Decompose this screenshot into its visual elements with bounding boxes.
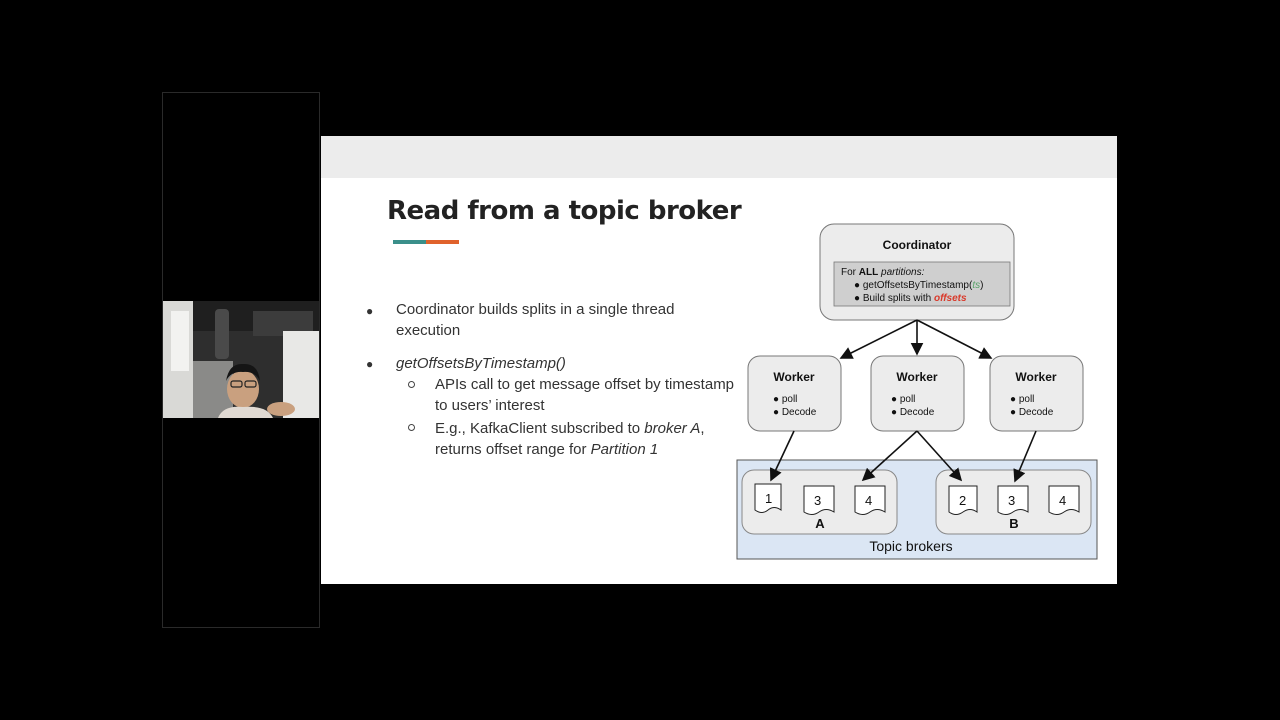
list-dot-icon: ● <box>891 407 900 418</box>
arrow-coordinator-worker-1 <box>839 319 918 359</box>
arrow-worker-2-partition-a4 <box>861 430 918 482</box>
worker-title: Worker <box>896 370 937 384</box>
coordinator-item-2: ● Build splits with offsets <box>854 293 967 304</box>
sub-bullet-circle-icon <box>408 424 415 431</box>
arrow-worker-1-partition-a1 <box>769 430 795 482</box>
partition-label: 4 <box>1059 493 1066 508</box>
coordinator-note-box <box>833 261 1011 307</box>
bullet-dot-icon: ● <box>366 357 374 371</box>
list-dot-icon: ● <box>1010 407 1019 418</box>
list-dot-icon: ● <box>854 280 863 291</box>
underline-orange <box>426 240 459 244</box>
bullet-dot-icon: ● <box>366 304 374 318</box>
worker-item-text: Decode <box>900 407 935 418</box>
text-span: E.g., KafkaClient subscribed to <box>435 420 645 437</box>
list-dot-icon: ● <box>773 407 782 418</box>
underline-teal <box>393 240 426 244</box>
partition-doc-icon: 3 <box>997 485 1029 515</box>
partition-doc-icon: 4 <box>854 485 886 515</box>
worker-item-text: Decode <box>782 407 817 418</box>
note-suffix: partitions: <box>878 267 924 278</box>
item1-suffix: ) <box>980 280 983 291</box>
sub-bullet-item: E.g., KafkaClient subscribed to broker A… <box>435 418 705 460</box>
title-underline <box>393 240 459 244</box>
list-dot-icon: ● <box>1010 394 1019 405</box>
bullet-line: execution <box>396 322 461 339</box>
worker-box: Worker ● poll ● Decode <box>989 355 1084 432</box>
partition-label: 3 <box>1008 493 1015 508</box>
worker-item: ● poll <box>773 394 797 405</box>
coordinator-note-heading: For ALL partitions: <box>841 267 925 278</box>
broker-b-label: B <box>1009 516 1018 531</box>
bullet-line: Coordinator builds splits in a single th… <box>396 301 675 318</box>
sub-bullet-line: to users’ interest <box>435 397 545 414</box>
sub-bullet-line: APIs call to get message offset by times… <box>435 376 735 393</box>
partition-doc-icon: 4 <box>1048 485 1080 515</box>
text-span: Partition 1 <box>590 441 659 458</box>
worker-item-text: poll <box>900 394 916 405</box>
worker-title: Worker <box>1015 370 1056 384</box>
partition-label: 1 <box>765 491 772 506</box>
worker-item: ● Decode <box>1010 407 1054 418</box>
sub-bullet-circle-icon <box>408 381 415 388</box>
item1-arg: ts <box>972 280 980 291</box>
worker-item-text: Decode <box>1019 407 1054 418</box>
webcam-feed <box>163 301 319 418</box>
note-bold: ALL <box>859 267 878 278</box>
sub-bullet-item: APIs call to get message offset by times… <box>435 374 734 416</box>
worker-title: Worker <box>773 370 814 384</box>
coordinator-item-1: ● getOffsetsByTimestamp(ts) <box>854 280 983 291</box>
bullet-item: Coordinator builds splits in a single th… <box>396 299 675 341</box>
note-prefix: For <box>841 267 859 278</box>
arrow-coordinator-worker-3 <box>916 319 993 359</box>
partition-doc-icon: 3 <box>803 485 835 515</box>
worker-item: ● Decode <box>891 407 935 418</box>
item2-prefix: Build splits with <box>863 293 934 304</box>
presenter-video-icon <box>163 301 319 418</box>
partition-label: 3 <box>814 493 821 508</box>
worker-item-text: poll <box>782 394 798 405</box>
coordinator-title: Coordinator <box>883 238 952 252</box>
broker-a-label: A <box>815 516 825 531</box>
sub-bullet-line: E.g., KafkaClient subscribed to broker A… <box>435 418 705 439</box>
partition-doc-icon: 2 <box>948 485 978 515</box>
sub-bullet-line: returns offset range for Partition 1 <box>435 439 705 460</box>
worker-box: Worker ● poll ● Decode <box>747 355 842 432</box>
item2-em: offsets <box>934 293 967 304</box>
slide-top-bar <box>321 136 1117 178</box>
text-span: , <box>700 420 705 437</box>
partition-label: 2 <box>959 493 966 508</box>
list-dot-icon: ● <box>773 394 782 405</box>
partition-doc-icon: 1 <box>754 483 782 513</box>
presentation-slide: Read from a topic broker ● Coordinator b… <box>321 136 1117 584</box>
worker-box: Worker ● poll ● Decode <box>870 355 965 432</box>
text-span: returns offset range for <box>435 441 591 458</box>
worker-item-text: poll <box>1019 394 1035 405</box>
worker-item: ● poll <box>1010 394 1034 405</box>
worker-item: ● poll <box>891 394 915 405</box>
list-dot-icon: ● <box>891 394 900 405</box>
partition-label: 4 <box>865 493 872 508</box>
worker-item: ● Decode <box>773 407 817 418</box>
arrow-worker-2-partition-b2 <box>916 430 963 482</box>
bullet-item: getOffsetsByTimestamp() <box>396 355 566 372</box>
text-span: broker A <box>644 420 701 437</box>
architecture-diagram: Coordinator For ALL partitions: ● getOff… <box>736 223 1098 560</box>
arrow-worker-3-partition-b3 <box>1013 430 1037 483</box>
list-dot-icon: ● <box>854 293 863 304</box>
topic-brokers-label: Topic brokers <box>869 538 952 554</box>
item1-prefix: getOffsetsByTimestamp( <box>863 280 973 291</box>
slide-title: Read from a topic broker <box>387 196 742 226</box>
